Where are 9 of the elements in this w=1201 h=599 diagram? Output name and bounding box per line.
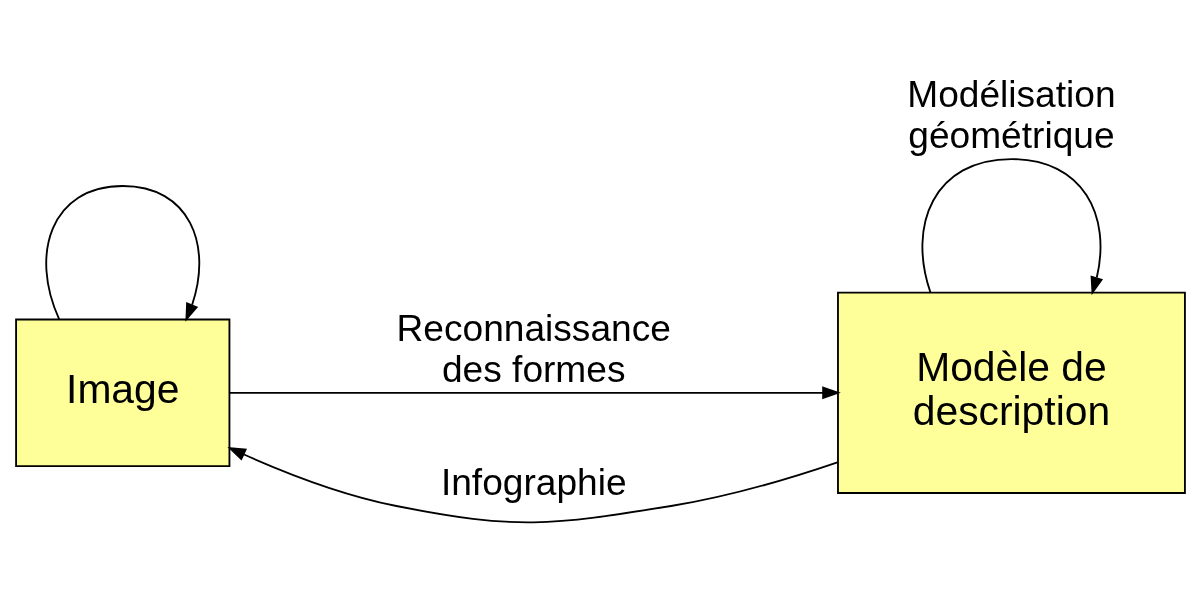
arrow (45, 184, 201, 322)
arrow (227, 446, 839, 523)
node-box: Modèle de description (837, 291, 1186, 494)
edge-label: Infographie (440, 460, 627, 503)
arrow (921, 157, 1104, 295)
arrow (228, 385, 841, 399)
node-box: Image (15, 318, 231, 467)
edge-label: Reconnaissance des formes (396, 306, 671, 390)
edge-label: Modélisation géométrique (907, 72, 1116, 156)
